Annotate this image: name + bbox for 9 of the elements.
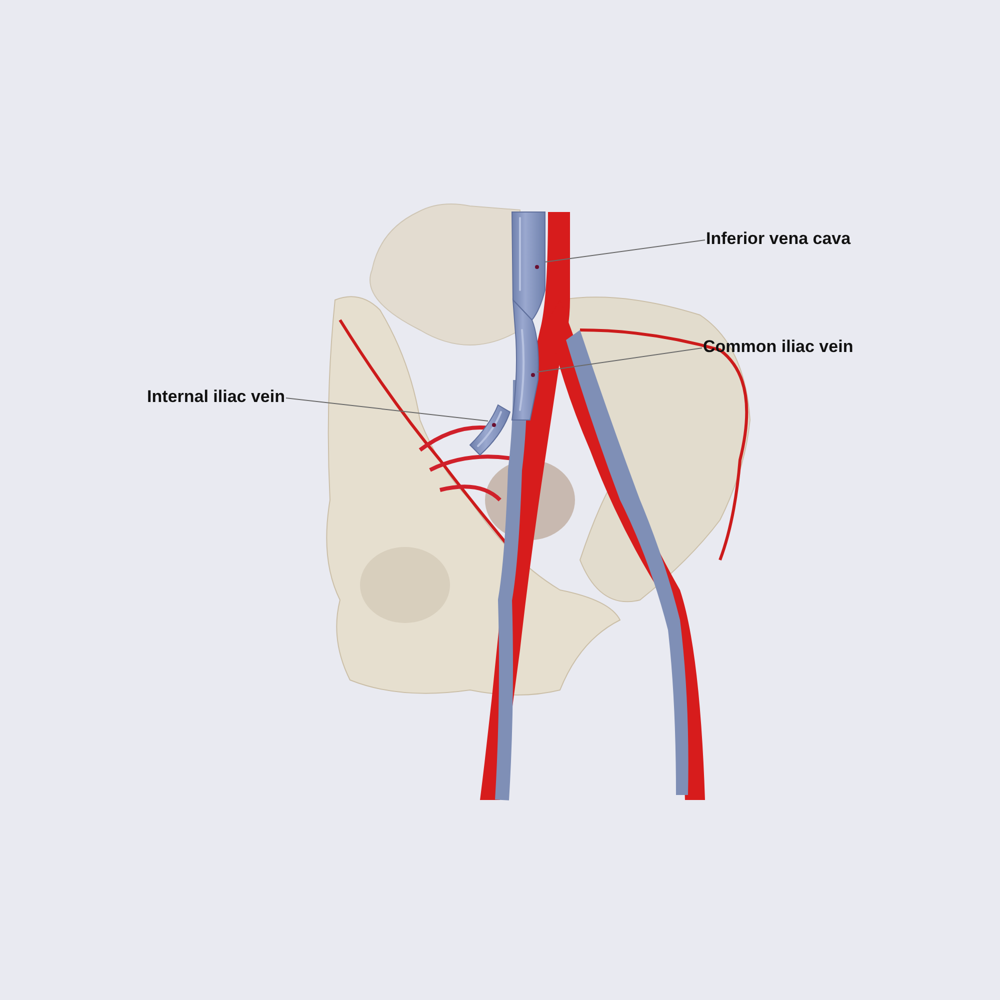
structure-label: Internal iliac vein: [147, 387, 285, 407]
vena-cava: [512, 212, 546, 320]
vein: [470, 404, 510, 456]
vein: [512, 300, 539, 420]
leader-line: [544, 240, 706, 262]
structure-label: Common iliac vein: [703, 337, 854, 357]
leader-line: [536, 348, 702, 372]
leader-line: [286, 398, 488, 422]
structure-label: Inferior vena cava: [706, 229, 851, 249]
